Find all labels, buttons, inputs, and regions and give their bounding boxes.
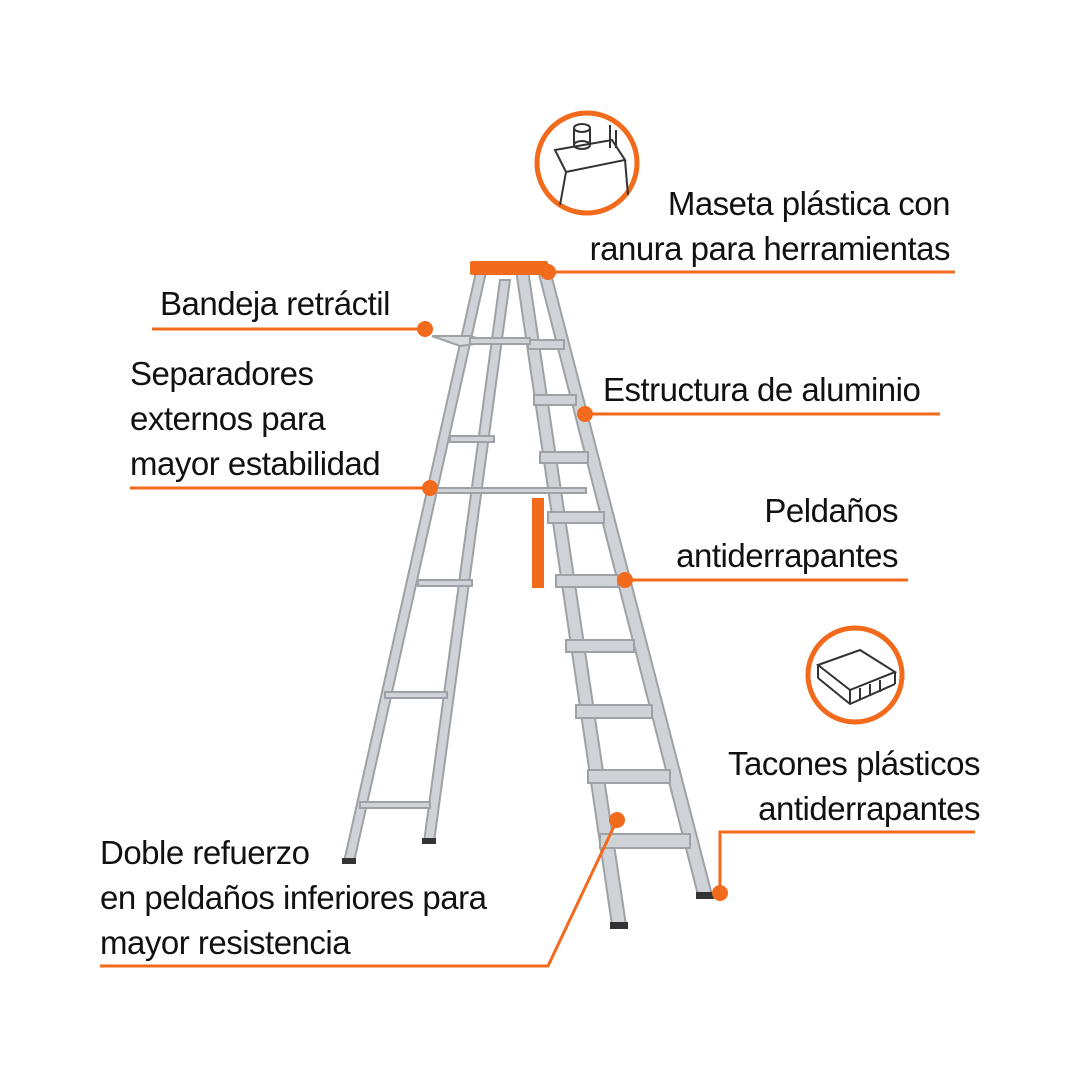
callout-text: externos para [130,400,326,437]
callout-tacones: Tacones plásticos antiderrapantes [728,741,980,831]
steps [527,339,691,849]
callout-peldanos: Peldaños antiderrapantes [676,488,898,578]
callout-text: antiderrapantes [676,537,898,574]
warning-label [532,498,544,588]
callout-separadores: Separadores externos para mayor estabili… [130,351,381,486]
callout-text: Peldaños [764,492,898,529]
callout-text: mayor estabilidad [130,445,381,482]
callout-text: Estructura de aluminio [603,371,921,408]
callout-lines [100,270,975,968]
callout-text: Tacones plásticos [728,745,980,782]
callout-text: Bandeja retráctil [160,285,390,322]
separator-bar [435,487,587,494]
callout-dots [417,264,728,901]
callout-maseta: Maseta plástica con ranura para herramie… [589,181,951,271]
callout-text: antiderrapantes [758,790,980,827]
callout-text: Maseta plástica con [667,185,951,222]
callout-text: Separadores [130,355,314,392]
plastic-feet-icon [805,625,905,725]
callout-refuerzo: Doble refuerzo en peldaños inferiores pa… [100,830,487,965]
callout-text: mayor resistencia [100,924,351,961]
plastic-foot [696,892,714,899]
callout-estructura: Estructura de aluminio [603,367,921,412]
top-cap [470,261,548,275]
plastic-foot [610,922,628,929]
callout-text: Doble refuerzo [100,834,310,871]
callout-text: ranura para herramientas [589,230,951,267]
callout-bandeja: Bandeja retráctil [160,281,390,326]
callout-text: en peldaños inferiores para [100,879,487,916]
tool-tray-icon [534,110,640,216]
